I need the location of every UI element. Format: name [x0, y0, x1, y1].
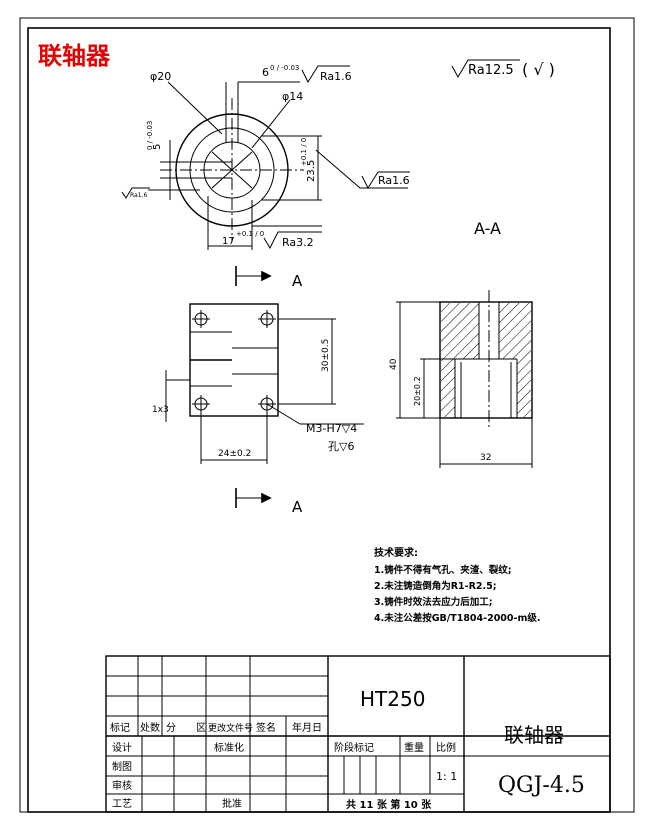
- stage-label: 阶段标记: [334, 741, 374, 754]
- dim-w32: 32: [480, 453, 491, 463]
- roughness-keyway: [301, 65, 350, 84]
- rev-header: 标记: [110, 722, 130, 734]
- roughness-bore: [361, 171, 410, 190]
- rev-header: 年月日: [292, 721, 322, 734]
- cut-plane-top: [235, 266, 272, 286]
- cut-label-bottom: A: [292, 498, 303, 516]
- roughness-general-paren: ( √ ): [522, 60, 555, 79]
- front-view: [165, 303, 364, 464]
- role-draw: 制图: [112, 760, 132, 773]
- dim-keyway-width: 6: [262, 66, 269, 79]
- title-stamp: 联轴器: [38, 42, 111, 70]
- cut-label-top: A: [292, 272, 303, 290]
- section-label: A-A: [474, 219, 501, 238]
- dim-h30: 30±0.5: [321, 339, 331, 372]
- tech-requirements: 技术要求: 1.铸件不得有气孔、夹渣、裂纹; 2.未注铸造倒角为R1-R2.5;…: [374, 546, 540, 624]
- roughness-general: Ra12.5: [468, 63, 514, 78]
- dim-height-23-tol: +0.1 / 0: [300, 138, 308, 166]
- general-roughness: Ra12.5 ( √ ): [451, 59, 555, 79]
- rev-header: 分: [166, 722, 176, 734]
- dim-w24: 24±0.2: [218, 449, 251, 459]
- part-name: 联轴器: [504, 723, 564, 747]
- tech-req-item: 4.未注公差按GB/T1804-2000-m级.: [374, 612, 540, 624]
- dim-height-23: 23.5: [306, 160, 317, 182]
- material: HT250: [360, 687, 425, 711]
- role-approve: 批准: [222, 797, 242, 810]
- scale-label: 比例: [436, 741, 456, 754]
- inner-frame: [27, 27, 611, 813]
- roughness-left-value: Ra1.6: [130, 192, 147, 199]
- dim-left-tol: 0 / -0.03: [146, 121, 154, 150]
- role-process: 工艺: [112, 798, 132, 810]
- roughness-bore-value: Ra1.6: [378, 174, 410, 187]
- role-design: 设计: [112, 741, 132, 754]
- section-view: [396, 290, 533, 468]
- dim-h20: 20±0.2: [413, 376, 422, 406]
- role-review: 审核: [112, 779, 132, 792]
- role-standard: 标准化: [214, 741, 244, 754]
- rev-header: 区: [196, 722, 206, 734]
- top-view: [148, 81, 408, 250]
- hole-note: 孔▽6: [328, 440, 354, 453]
- dim-bore-dia: φ14: [282, 90, 303, 103]
- keyway-slot: [225, 114, 239, 142]
- rev-header: 处数: [140, 721, 160, 734]
- cut-plane-bottom: [235, 488, 272, 508]
- roughness-left: [121, 187, 150, 199]
- dim-keyway-tol: 0 / -0.03: [270, 64, 299, 72]
- title-block: [105, 655, 611, 813]
- tech-req-item: 1.铸件不得有气孔、夹渣、裂纹;: [374, 564, 512, 576]
- dim-outer-dia: φ20: [150, 70, 171, 83]
- roughness-bottom-value: Ra3.2: [282, 236, 314, 249]
- drawing-number: QGJ-4.5: [498, 773, 585, 798]
- rev-header: 更改文件号: [208, 722, 253, 734]
- thread-note: M3-H7▽4: [306, 422, 357, 435]
- dim-width-17-tol: +0.1 / 0: [236, 230, 264, 238]
- dim-width-17: 17: [222, 236, 235, 247]
- roughness-keyway-side: Ra1.6: [320, 70, 352, 83]
- outer-frame: [19, 17, 635, 813]
- scale-value: 1: 1: [436, 770, 457, 783]
- sheet-count: 共 11 张 第 10 张: [346, 798, 432, 811]
- tech-req-item: 3.铸件时效法去应力后加工;: [374, 596, 493, 608]
- dim-h40: 40: [389, 358, 399, 370]
- rev-header: 签名: [256, 721, 276, 734]
- tech-req-heading: 技术要求:: [374, 546, 418, 559]
- weight-label: 重量: [404, 741, 424, 754]
- dim-chamfer: 1x3: [152, 405, 169, 415]
- tech-req-item: 2.未注铸造倒角为R1-R2.5;: [374, 580, 497, 592]
- dim-left: 5: [152, 144, 163, 150]
- roughness-bottom: [263, 231, 322, 250]
